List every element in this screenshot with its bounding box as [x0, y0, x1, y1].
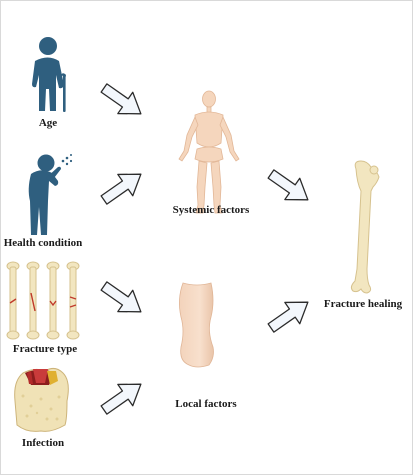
label-infection: Infection	[21, 437, 65, 449]
skeleton-icon	[178, 90, 240, 214]
arrow-age-to-systemic	[100, 83, 142, 115]
arrows	[100, 83, 309, 415]
arrow-health-to-systemic	[100, 173, 142, 205]
femur-icon	[350, 160, 380, 294]
label-fracture-healing: Fracture healing	[323, 298, 403, 310]
label-local-factors: Local factors	[175, 398, 237, 410]
infected-joint-icon	[14, 367, 69, 432]
label-health-condition: Health condition	[3, 237, 83, 249]
arrow-systemic-to-healing	[267, 169, 309, 201]
fractured-bones-icon	[6, 261, 80, 340]
arrow-infection-to-local	[100, 383, 142, 415]
leg-icon	[179, 282, 214, 368]
label-systemic-factors: Systemic factors	[172, 204, 250, 216]
label-fracture-type: Fracture type	[12, 343, 78, 355]
elderly-person-icon	[32, 37, 66, 112]
arrow-local-to-healing	[267, 301, 309, 333]
label-age: Age	[38, 117, 58, 129]
coughing-person-icon	[28, 154, 73, 235]
arrow-fracture-to-local	[100, 281, 142, 313]
